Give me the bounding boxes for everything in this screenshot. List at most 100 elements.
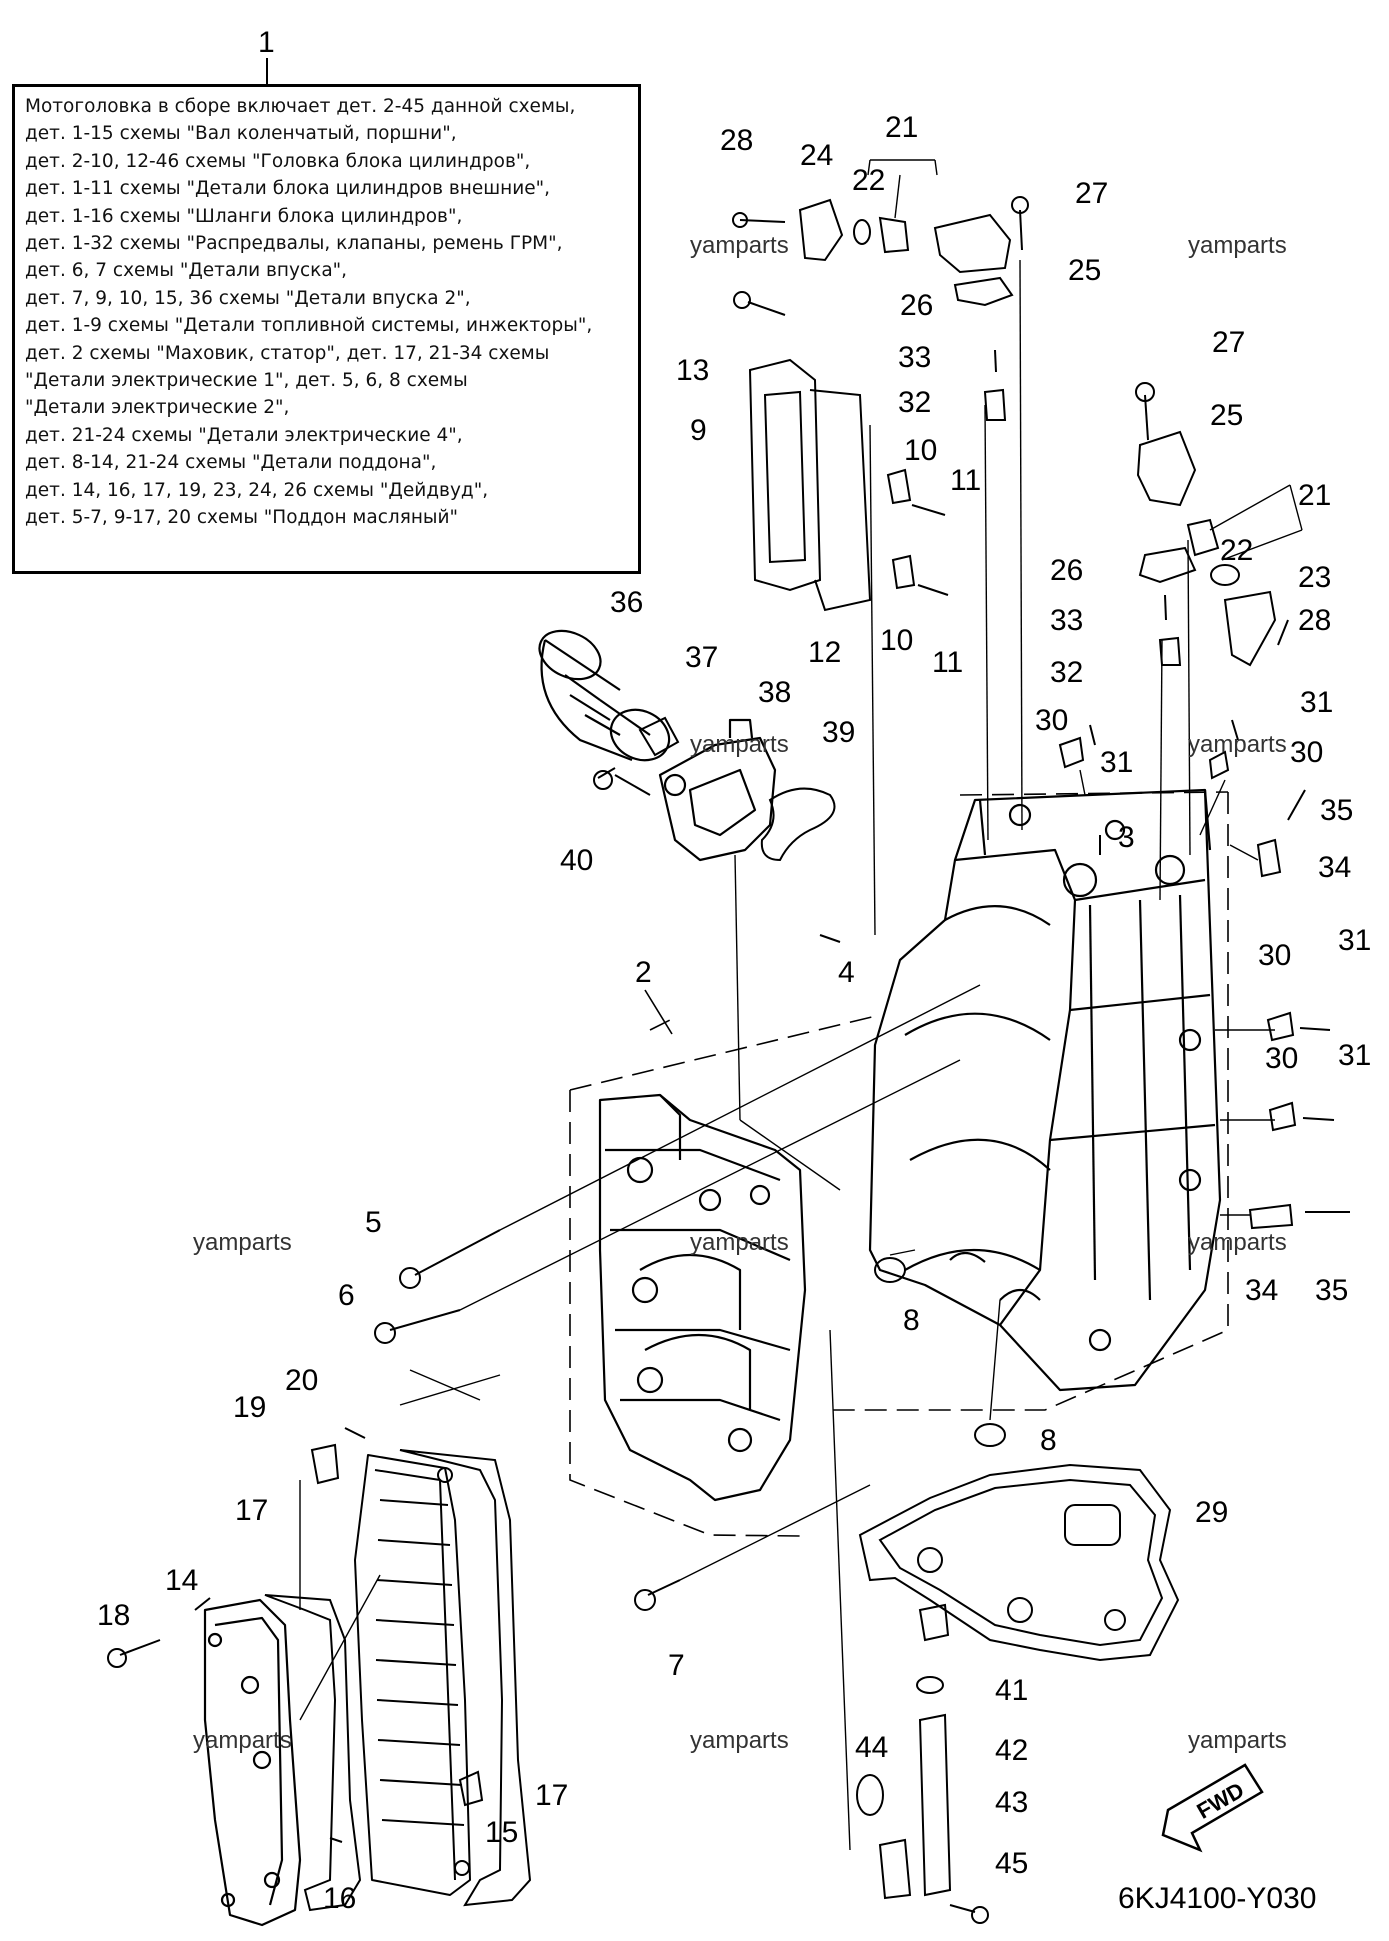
- timing-belt-cover: [203, 1598, 302, 1927]
- cylinder-block: [868, 788, 1222, 1392]
- callout-13: 13: [676, 354, 709, 387]
- callout-5: 5: [365, 1206, 382, 1239]
- callout-28: 28: [1298, 604, 1331, 637]
- note-line: дет. 1-16 схемы "Шланги блока цилиндров"…: [25, 205, 463, 227]
- note-line: дет. 2 схемы "Маховик, статор", дет. 17,…: [25, 342, 550, 364]
- leader-lines: [299, 159, 1303, 1851]
- callout-27: 27: [1075, 177, 1108, 210]
- callout-26: 26: [1050, 554, 1083, 587]
- callout-33: 33: [1050, 604, 1083, 637]
- fwd-arrow-icon: FWD: [1161, 1763, 1264, 1853]
- note-line: "Детали электрические 2",: [25, 397, 290, 419]
- base-gasket: [858, 1463, 1180, 1662]
- cylinder-head-cover: [354, 1454, 471, 1896]
- note-line: дет. 1-32 схемы "Распредвалы, клапаны, р…: [25, 233, 563, 255]
- callout-11: 11: [932, 646, 963, 679]
- assembly-notes-box: Мотоголовка в сборе включает дет. 2-45 д…: [12, 84, 641, 574]
- assembly-2-leader: [649, 1019, 671, 1031]
- callout-27: 27: [1212, 326, 1245, 359]
- note-line: дет. 6, 7 схемы "Детали впуска",: [25, 260, 348, 282]
- callout-9: 9: [690, 414, 707, 447]
- callout-10: 10: [904, 434, 937, 467]
- callout-19: 19: [233, 1391, 266, 1424]
- cylinder-head: [598, 1093, 807, 1502]
- callout-25: 25: [1210, 399, 1243, 432]
- note-line: дет. 1-9 схемы "Детали топливной системы…: [25, 315, 593, 337]
- watermark: yamparts: [1188, 232, 1287, 259]
- callout-30: 30: [1258, 939, 1291, 972]
- callout-22: 22: [1220, 534, 1253, 567]
- callout-30: 30: [1265, 1042, 1298, 1075]
- note-line: дет. 5-7, 9-17, 20 схемы "Поддон масляны…: [25, 507, 459, 529]
- callout-6: 6: [338, 1279, 355, 1312]
- callout-22: 22: [852, 164, 885, 197]
- callout-17: 17: [235, 1494, 268, 1527]
- callout-16: 16: [323, 1882, 356, 1915]
- callout-45: 45: [995, 1847, 1028, 1880]
- watermark: yamparts: [193, 1727, 292, 1754]
- note-line: Мотоголовка в сборе включает дет. 2-45 д…: [25, 96, 576, 117]
- callout-20: 20: [285, 1364, 318, 1397]
- callout-29: 29: [1195, 1496, 1228, 1529]
- callout-30: 30: [1035, 704, 1068, 737]
- note-line: дет. 14, 16, 17, 19, 23, 24, 26 схемы "Д…: [25, 479, 489, 501]
- callout-43: 43: [995, 1786, 1028, 1819]
- callout-39: 39: [822, 716, 855, 749]
- note-line: дет. 1-11 схемы "Детали блока цилиндров …: [25, 178, 551, 200]
- watermark: yamparts: [690, 232, 789, 259]
- head-cover-gasket: [399, 1449, 532, 1907]
- callout-8: 8: [903, 1304, 920, 1337]
- callout-32: 32: [898, 386, 931, 419]
- callout-31: 31: [1338, 1039, 1371, 1072]
- note-line: "Детали электрические 1", дет. 5, 6, 8 с…: [25, 370, 468, 392]
- callout-34: 34: [1318, 851, 1351, 884]
- callout-4: 4: [838, 956, 855, 989]
- callout-40: 40: [560, 844, 593, 877]
- diagram-code: 6KJ4100-Y030: [1118, 1882, 1317, 1915]
- callout-14: 14: [165, 1564, 198, 1597]
- note-line: дет. 2-10, 12-46 схемы "Головка блока ци…: [25, 150, 531, 172]
- callout-44: 44: [855, 1731, 888, 1764]
- note-line: дет. 21-24 схемы "Детали электрические 4…: [25, 424, 463, 446]
- callout-10: 10: [880, 624, 913, 657]
- watermarks: yamparts yamparts yamparts yamparts yamp…: [193, 232, 1287, 1754]
- callout-31: 31: [1100, 746, 1133, 779]
- callout-30: 30: [1290, 736, 1323, 769]
- callout-35: 35: [1320, 794, 1353, 827]
- oil-filter: [538, 629, 671, 762]
- callout-41: 41: [995, 1674, 1028, 1707]
- assembly-outline: [569, 791, 1229, 1537]
- callout-34: 34: [1245, 1274, 1278, 1307]
- callout-37: 37: [685, 641, 718, 674]
- callout-8: 8: [1040, 1424, 1057, 1457]
- watermark: yamparts: [690, 1229, 789, 1256]
- callout-17: 17: [535, 1779, 568, 1812]
- callout-36: 36: [610, 586, 643, 619]
- callout-15: 15: [485, 1816, 518, 1849]
- callout-31: 31: [1300, 686, 1333, 719]
- callout-23: 23: [1298, 561, 1331, 594]
- watermark: yamparts: [193, 1229, 292, 1256]
- callout-2: 2: [635, 956, 652, 989]
- note-line: дет. 7, 9, 10, 15, 36 схемы "Детали впус…: [25, 287, 471, 309]
- watermark: yamparts: [1188, 1229, 1287, 1256]
- callout-31: 31: [1338, 924, 1371, 957]
- callout-42: 42: [995, 1734, 1028, 1767]
- callout-26: 26: [900, 289, 933, 322]
- callout-25: 25: [1068, 254, 1101, 287]
- callout-1: 1: [258, 26, 275, 59]
- watermark: yamparts: [690, 731, 789, 758]
- oil-filter-bracket: [658, 718, 777, 862]
- callout-38: 38: [758, 676, 791, 709]
- small-parts: [107, 196, 1350, 1924]
- callout-32: 32: [1050, 656, 1083, 689]
- callout-21: 21: [1298, 479, 1331, 512]
- callout-33: 33: [898, 341, 931, 374]
- callout-18: 18: [97, 1599, 130, 1632]
- callout-28: 28: [720, 124, 753, 157]
- callout-24: 24: [800, 139, 833, 172]
- watermark: yamparts: [1188, 1727, 1287, 1754]
- note-line: дет. 8-14, 21-24 схемы "Детали поддона",: [25, 452, 437, 474]
- callout-11: 11: [950, 464, 981, 497]
